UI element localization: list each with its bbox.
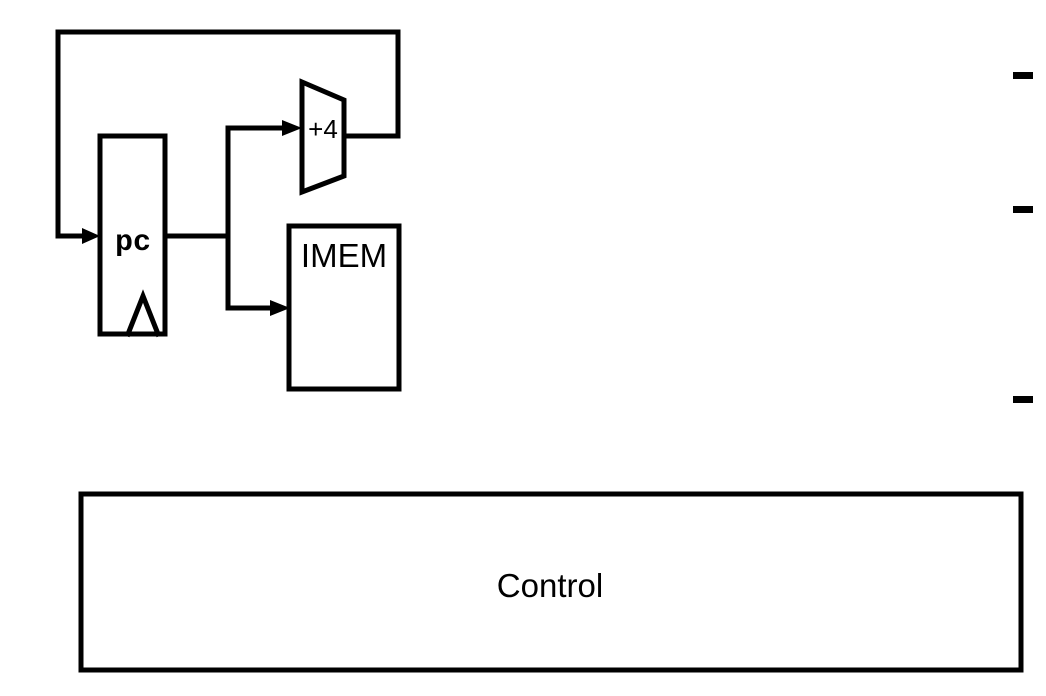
imem-block (286, 223, 402, 392)
edge-tick-3 (1013, 396, 1033, 403)
adder-trapezoid (299, 78, 347, 196)
edge-tick-2 (1013, 206, 1033, 213)
pc-input-arrowhead (82, 228, 100, 244)
pc-to-adder-wire (225, 125, 287, 311)
edge-tick-1 (1013, 72, 1033, 79)
imem-input-arrowhead (270, 300, 290, 316)
pc-feedback-wire (55, 29, 401, 239)
adder-label: +4 (308, 114, 338, 144)
clock-icon (124, 289, 162, 338)
adder-input-arrowhead (282, 120, 302, 136)
control-label: Control (497, 567, 603, 604)
imem-label: IMEM (301, 237, 387, 274)
control-block (78, 491, 1024, 673)
pc-label: pc (115, 226, 151, 260)
